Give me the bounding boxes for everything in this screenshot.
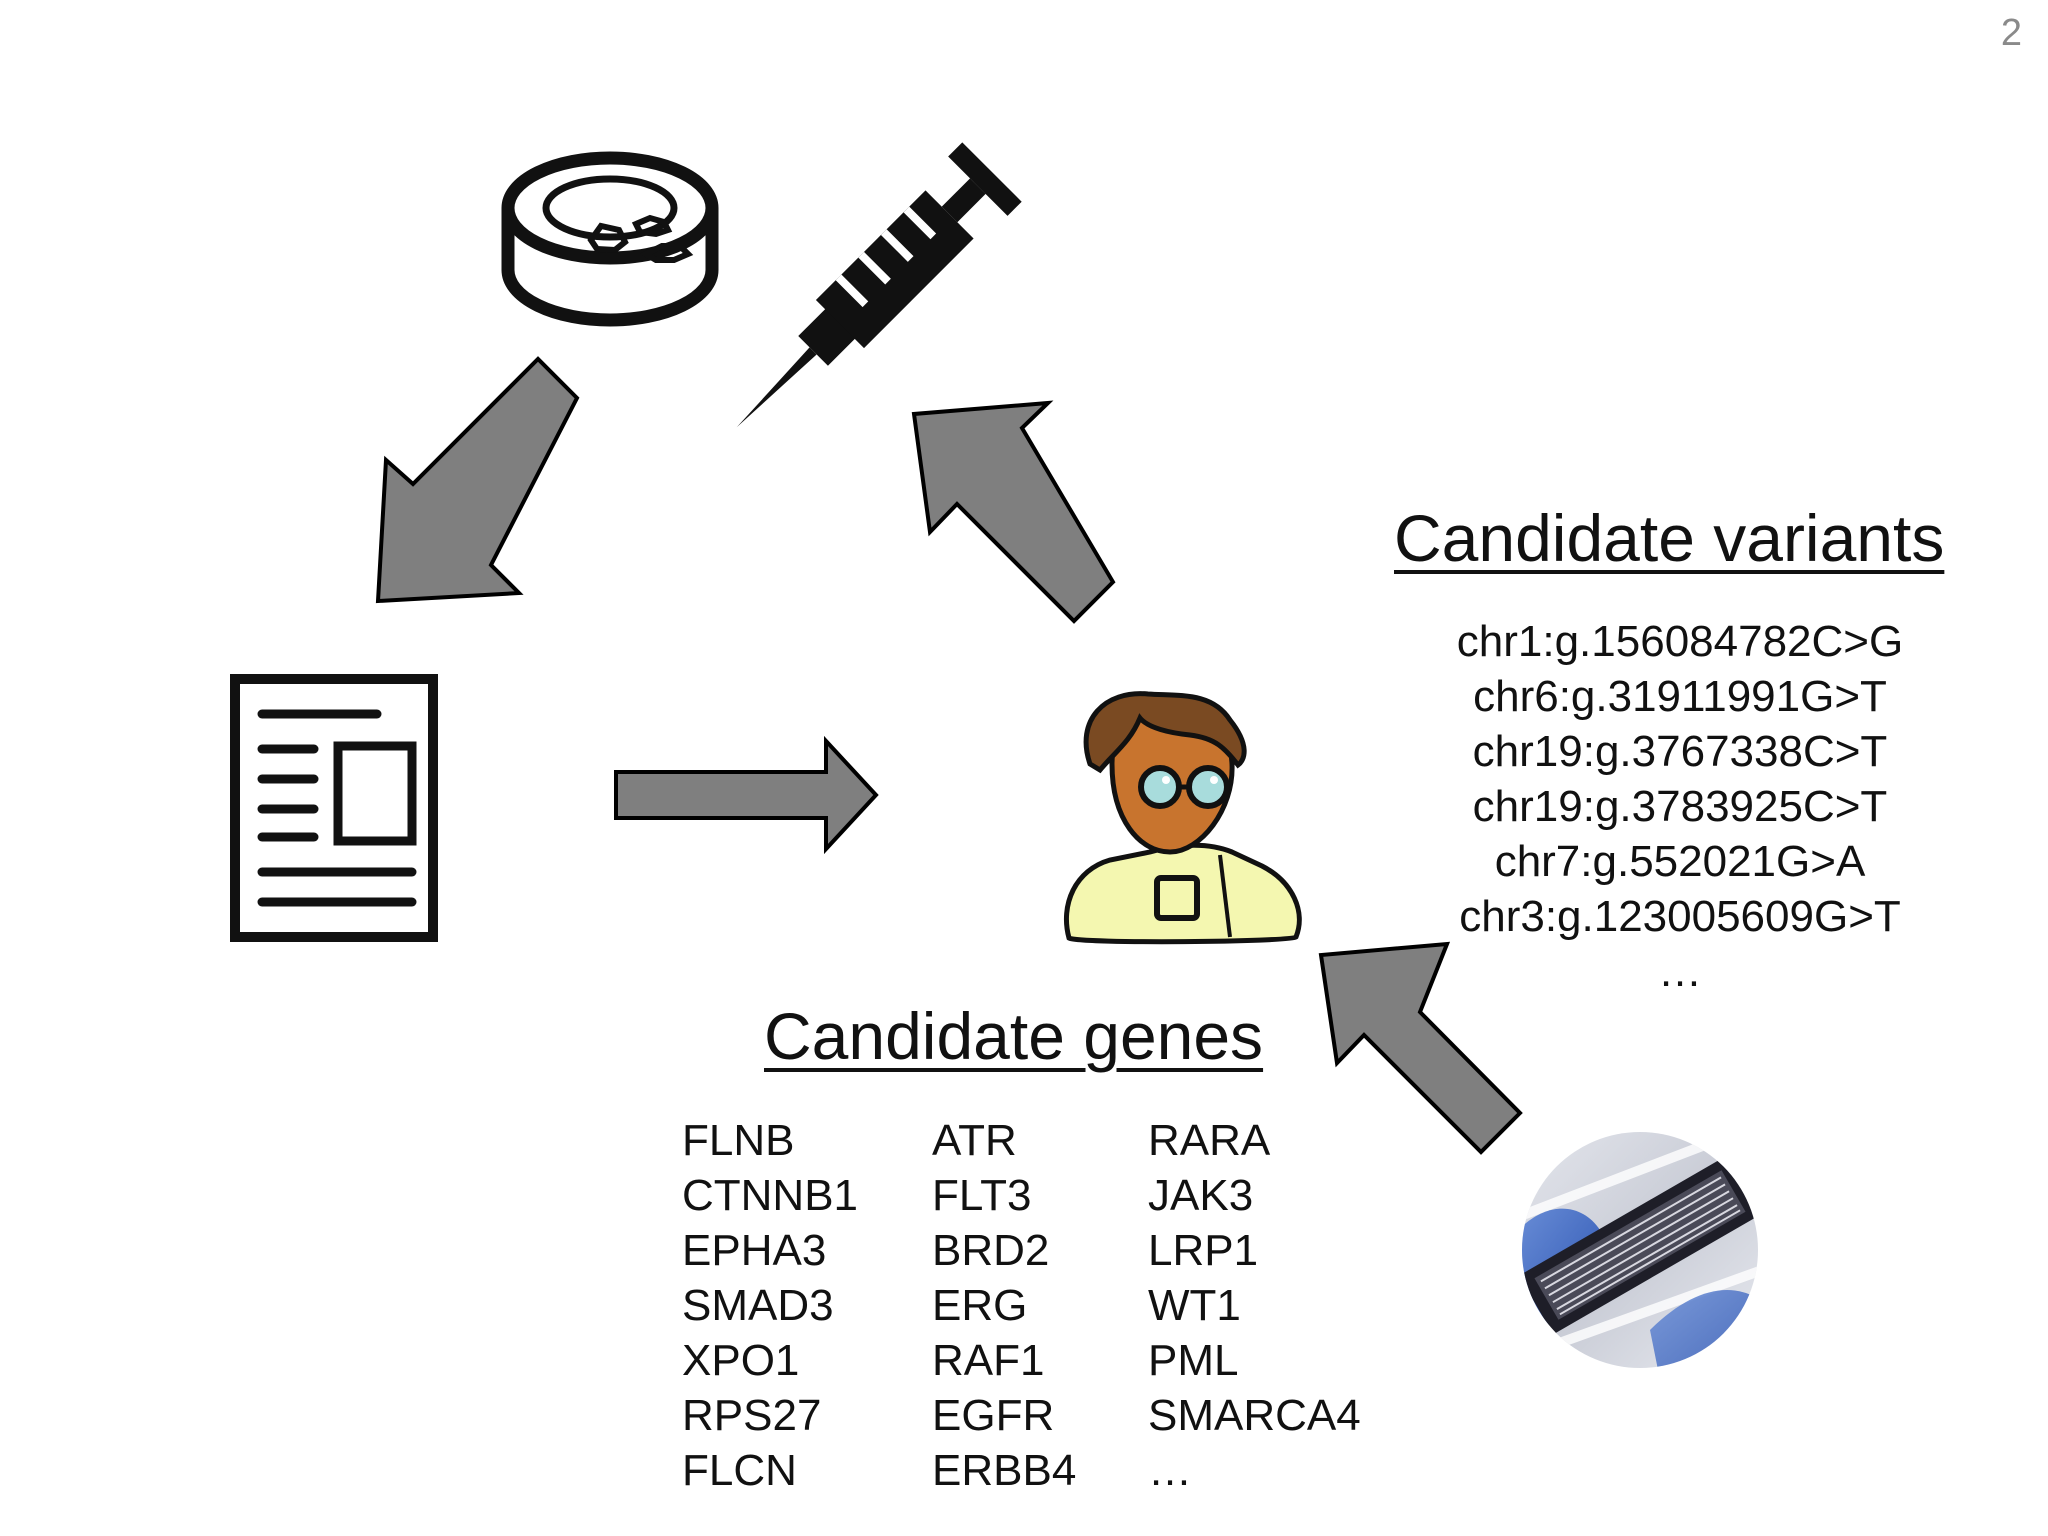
gene-column-1: FLNB CTNNB1 EPHA3 SMAD3 XPO1 RPS27 FLCN [682,1113,858,1498]
petri-dish-icon [501,151,719,327]
gene-item: PML [1148,1336,1239,1385]
gene-item: ATR [932,1116,1017,1165]
gene-column-3: RARA JAK3 LRP1 WT1 PML SMARCA4 … [1148,1113,1361,1498]
gene-item: SMARCA4 [1148,1391,1361,1440]
variant-item: chr7:g.552021G>A [1494,837,1866,886]
gene-item: RPS27 [682,1391,822,1440]
gene-item: RAF1 [932,1336,1045,1385]
microarray-chip-icon [1522,1132,1758,1368]
variant-item: chr3:g.123005609G>T [1459,892,1901,941]
gene-item: FLT3 [932,1171,1032,1220]
gene-item: EPHA3 [682,1226,827,1275]
gene-item: SMAD3 [682,1281,834,1330]
document-icon [230,674,438,942]
variant-ellipsis: … [1658,947,1702,996]
gene-item: ERBB4 [932,1446,1077,1495]
variant-item: chr1:g.156084782C>G [1456,617,1904,666]
gene-ellipsis: … [1148,1446,1192,1495]
gene-item: CTNNB1 [682,1171,859,1220]
gene-item: BRD2 [932,1226,1050,1275]
variant-item: chr19:g.3767338C>T [1472,727,1888,776]
arrow-document-to-researcher [614,735,879,855]
gene-item: EGFR [932,1391,1055,1440]
gene-item: ERG [932,1281,1028,1330]
gene-item: JAK3 [1148,1171,1254,1220]
gene-column-2: ATR FLT3 BRD2 ERG RAF1 EGFR ERBB4 [932,1113,1076,1498]
candidate-genes-heading: Candidate genes [764,999,1264,1073]
candidate-variants-heading: Candidate variants [1394,501,1945,575]
page-number: 2 [2000,12,2022,54]
gene-item: XPO1 [682,1336,800,1385]
syringe-icon [736,142,1022,428]
variant-item: chr6:g.31911991G>T [1473,672,1887,721]
arrow-researcher-to-dish [911,400,1116,624]
variant-item: chr19:g.3783925C>T [1472,782,1888,831]
gene-item: RARA [1148,1116,1271,1165]
researcher-icon [1063,691,1302,945]
candidate-variants-list: chr1:g.156084782C>G chr6:g.31911991G>T c… [1400,614,1960,999]
arrow-dish-to-document [375,356,580,604]
gene-item: WT1 [1148,1281,1241,1330]
arrow-chip-to-researcher [1318,941,1523,1155]
gene-item: FLCN [682,1446,797,1495]
gene-item: LRP1 [1148,1226,1259,1275]
gene-item: FLNB [682,1116,795,1165]
